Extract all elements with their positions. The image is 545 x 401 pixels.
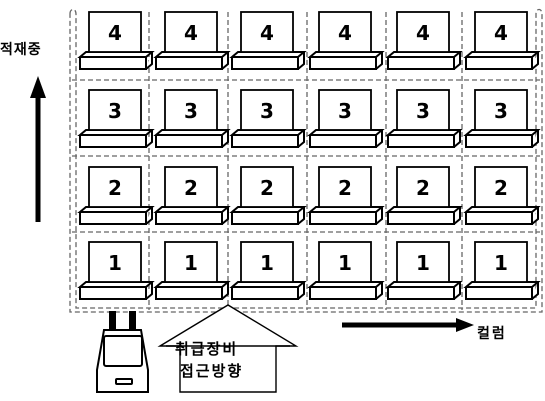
level-number: 1 — [184, 251, 198, 275]
level-number: 2 — [184, 176, 198, 200]
pallet — [156, 52, 228, 69]
pallet — [388, 130, 460, 147]
forklift-icon — [97, 312, 148, 392]
rack-cell-level-2: 2 — [310, 167, 382, 224]
pallet — [388, 282, 460, 299]
pallet — [388, 52, 460, 69]
level-number: 4 — [184, 21, 198, 45]
stack-axis-label: 적재중 — [0, 43, 42, 57]
level-number: 4 — [260, 21, 274, 45]
rack-cell-level-3: 3 — [232, 90, 304, 147]
pallet — [388, 207, 460, 224]
rack-cell-level-4: 4 — [388, 12, 460, 69]
pallet — [310, 130, 382, 147]
level-number: 3 — [260, 99, 274, 123]
rack-cell-level-1: 1 — [232, 242, 304, 299]
rack-cell-level-3: 3 — [466, 90, 538, 147]
level-number: 2 — [260, 176, 274, 200]
level-number: 2 — [494, 176, 508, 200]
rack-cell-level-4: 4 — [156, 12, 228, 69]
pallet — [80, 52, 152, 69]
level-number: 4 — [108, 21, 122, 45]
rack-cell-level-4: 4 — [310, 12, 382, 69]
level-number: 3 — [184, 99, 198, 123]
rack-cell-level-3: 3 — [156, 90, 228, 147]
pallet — [310, 52, 382, 69]
level-number: 2 — [416, 176, 430, 200]
stack-direction-arrow — [30, 76, 46, 222]
pallet — [466, 282, 538, 299]
rack-cell-level-1: 1 — [310, 242, 382, 299]
rack-cell-level-3: 3 — [80, 90, 152, 147]
pallet — [156, 207, 228, 224]
level-number: 4 — [416, 21, 430, 45]
level-number: 4 — [494, 21, 508, 45]
rack-cell-level-2: 2 — [388, 167, 460, 224]
pallet — [232, 282, 304, 299]
level-number: 1 — [494, 251, 508, 275]
rack-cell-level-3: 3 — [388, 90, 460, 147]
level-number: 1 — [338, 251, 352, 275]
pallet — [232, 207, 304, 224]
level-number: 4 — [338, 21, 352, 45]
level-number: 1 — [108, 251, 122, 275]
rack-cell-level-4: 4 — [466, 12, 538, 69]
rack-cell-level-2: 2 — [232, 167, 304, 224]
pallet — [466, 207, 538, 224]
rack-cell-level-2: 2 — [156, 167, 228, 224]
rack-cell-level-1: 1 — [156, 242, 228, 299]
pallet — [232, 52, 304, 69]
equipment-caption-line-2: 접근방향 — [180, 364, 243, 379]
column-direction-arrow — [342, 318, 474, 332]
rack-cell-level-4: 4 — [80, 12, 152, 69]
level-number: 1 — [260, 251, 274, 275]
rack-cell-level-2: 2 — [466, 167, 538, 224]
pallet — [156, 282, 228, 299]
pallet — [156, 130, 228, 147]
rack-cell-level-4: 4 — [232, 12, 304, 69]
level-number: 1 — [416, 251, 430, 275]
pallet — [80, 130, 152, 147]
rack-cell-level-1: 1 — [80, 242, 152, 299]
column-axis-label: 컬럼 — [477, 327, 507, 341]
pallet — [80, 207, 152, 224]
pallet — [310, 207, 382, 224]
rack-cell-level-2: 2 — [80, 167, 152, 224]
pallet — [232, 130, 304, 147]
level-number: 2 — [338, 176, 352, 200]
rack-cell-level-1: 1 — [466, 242, 538, 299]
level-number: 2 — [108, 176, 122, 200]
equipment-caption-line-1: 취급장비 — [175, 342, 238, 357]
level-number: 3 — [108, 99, 122, 123]
rack-cell-level-3: 3 — [310, 90, 382, 147]
level-number: 3 — [338, 99, 352, 123]
pallet — [466, 130, 538, 147]
level-number: 3 — [494, 99, 508, 123]
level-number: 3 — [416, 99, 430, 123]
rack-cell-level-1: 1 — [388, 242, 460, 299]
pallet — [466, 52, 538, 69]
pallet — [310, 282, 382, 299]
pallet — [80, 282, 152, 299]
